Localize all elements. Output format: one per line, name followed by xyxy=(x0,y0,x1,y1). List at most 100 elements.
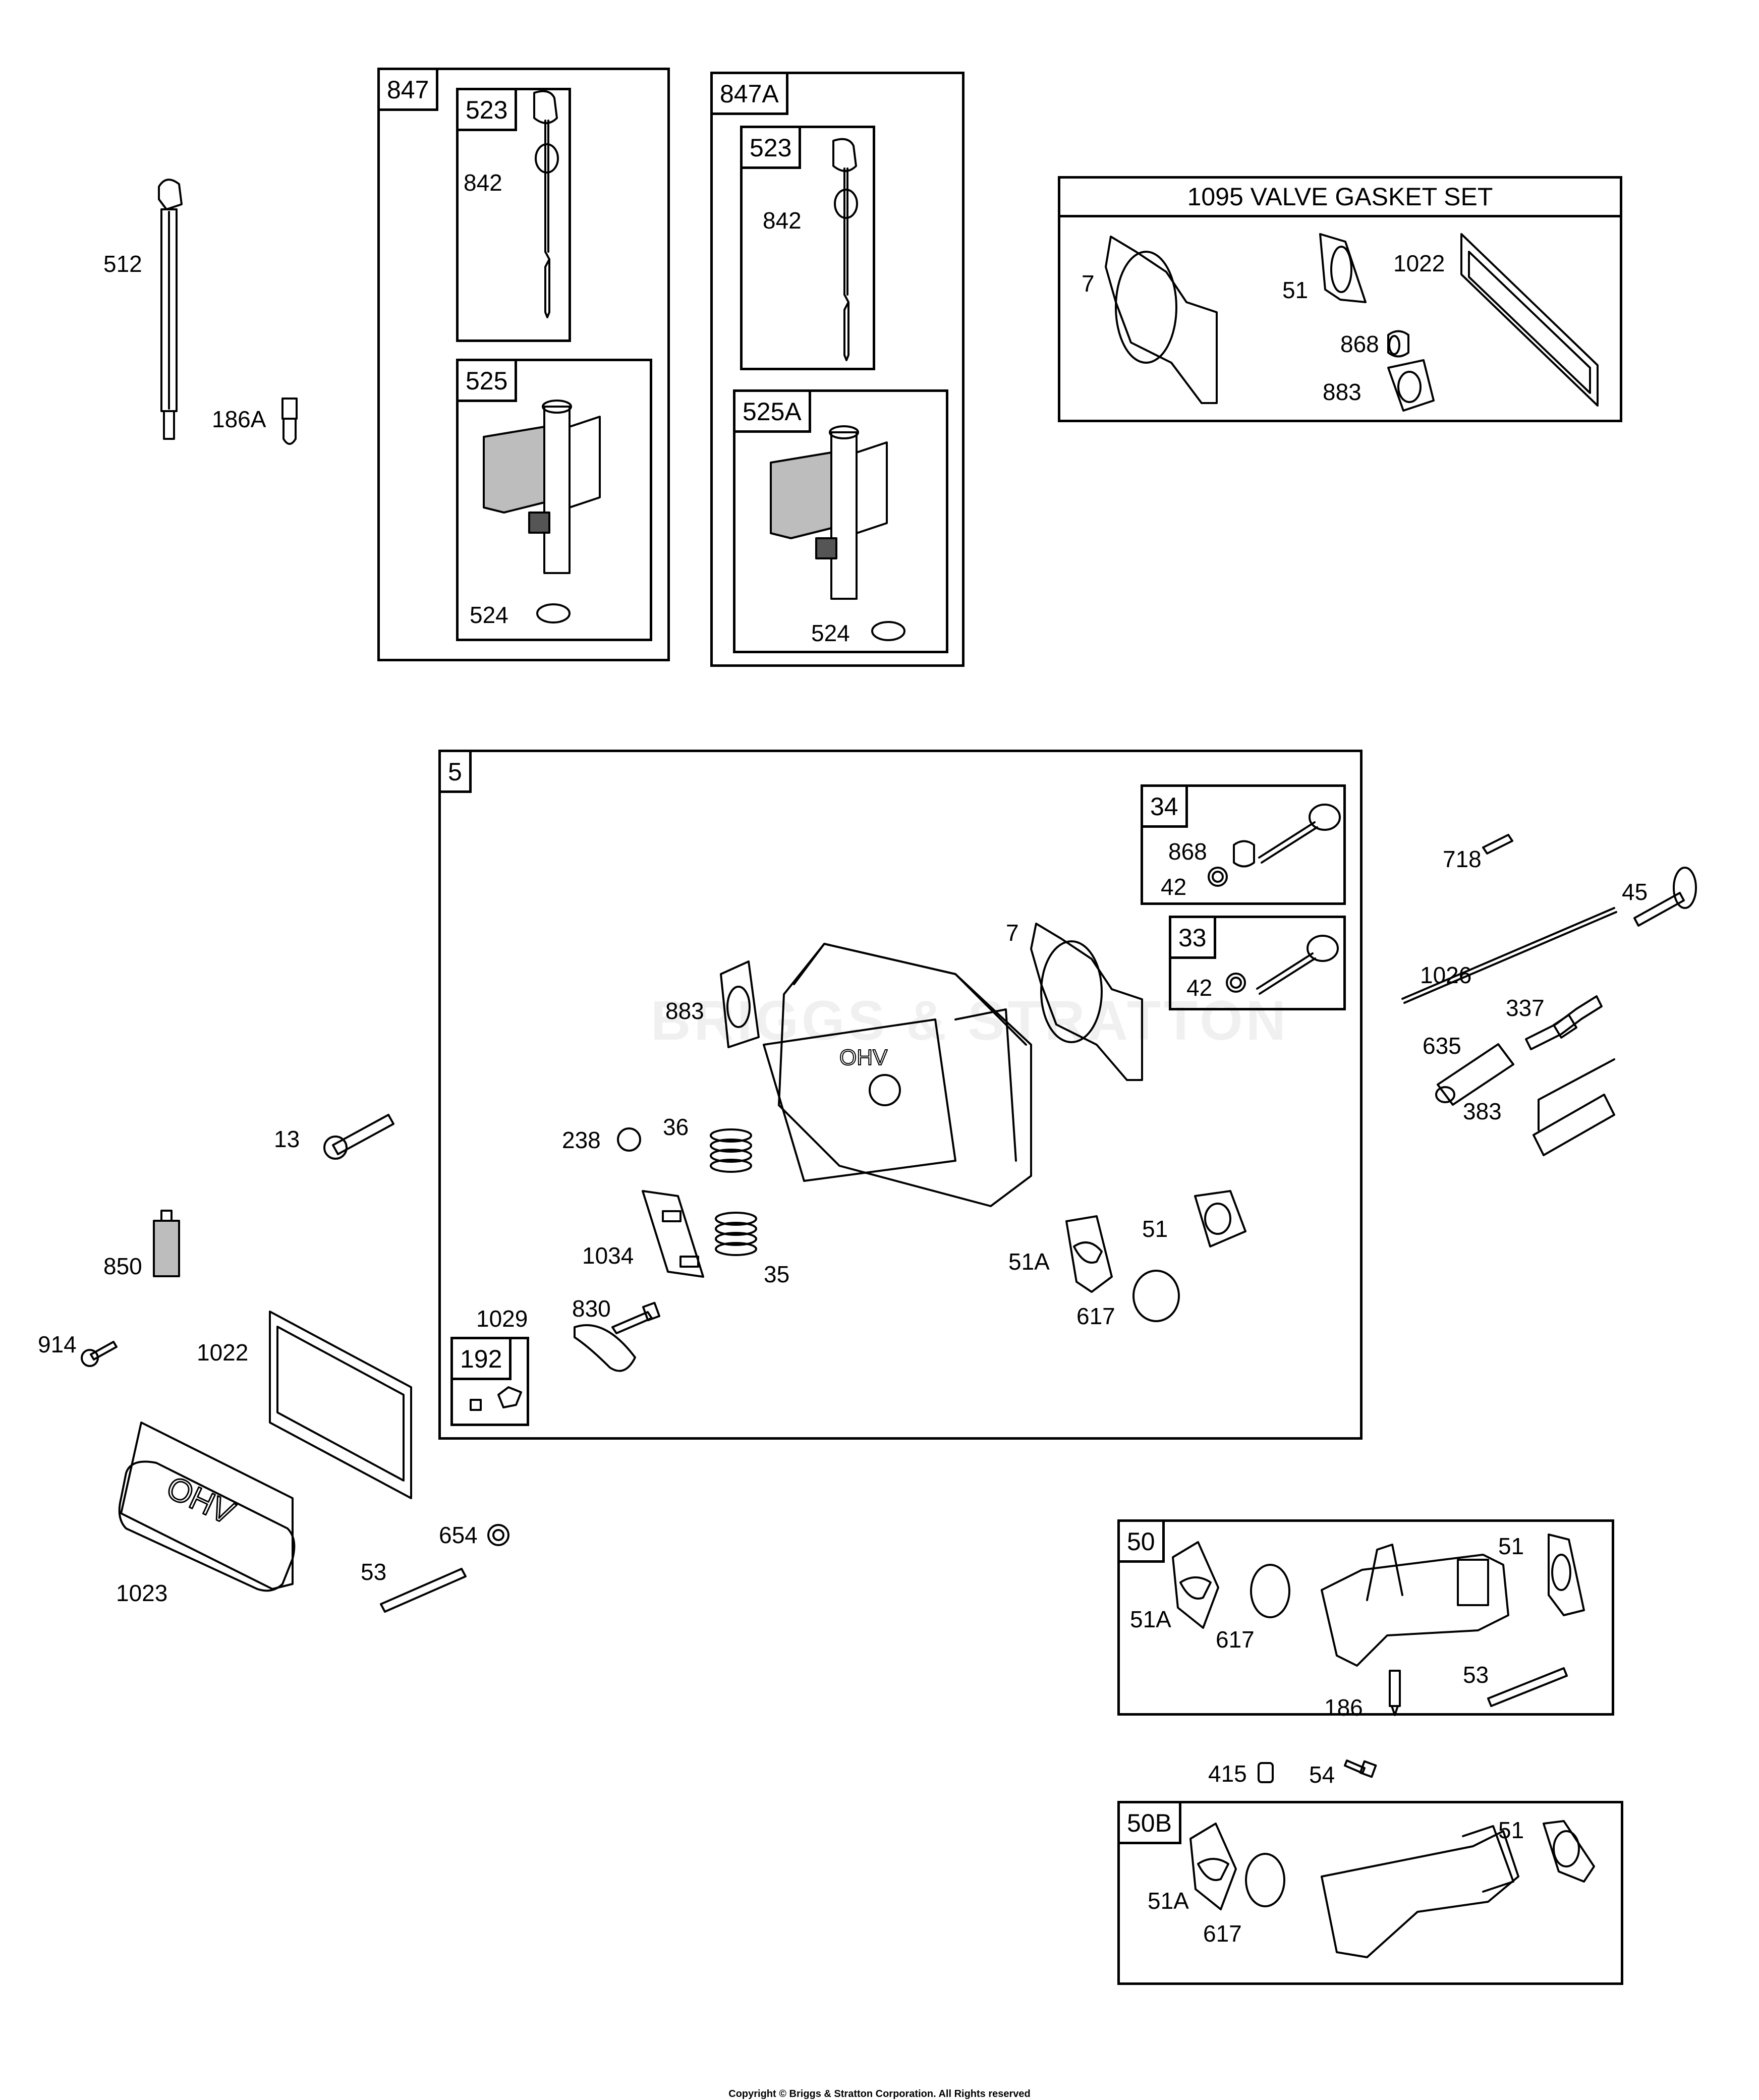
valve-spring-lower-part[interactable] xyxy=(708,1209,764,1259)
part-label-654[interactable]: 654 xyxy=(439,1522,478,1548)
part-label-383[interactable]: 383 xyxy=(1463,1098,1502,1124)
part-label-617-k5[interactable]: 617 xyxy=(1076,1303,1115,1329)
part-label-238[interactable]: 238 xyxy=(562,1127,601,1153)
part-label-1022-left[interactable]: 1022 xyxy=(197,1339,249,1366)
exhaust-valve-part[interactable] xyxy=(1254,797,1345,868)
spark-plug-socket-part[interactable] xyxy=(1428,1024,1528,1106)
part-label-337[interactable]: 337 xyxy=(1506,995,1545,1021)
intake-gasket-part-k5[interactable] xyxy=(713,959,769,1060)
cover-screw-part[interactable] xyxy=(76,1332,121,1372)
part-label-45[interactable]: 45 xyxy=(1622,879,1648,905)
part-label-186A[interactable]: 186A xyxy=(212,406,266,432)
part-label-842[interactable]: 842 xyxy=(464,169,502,196)
part-label-842b[interactable]: 842 xyxy=(763,207,802,234)
part-label-883[interactable]: 883 xyxy=(1323,379,1361,405)
kit-50B-tag[interactable]: 50B xyxy=(1117,1801,1181,1844)
part-label-868-k5[interactable]: 868 xyxy=(1168,838,1207,865)
stud-part[interactable] xyxy=(607,1297,663,1337)
part-label-850[interactable]: 850 xyxy=(103,1253,142,1279)
o-ring-part-617-k5[interactable] xyxy=(1127,1267,1187,1327)
cylinder-head-part[interactable]: OHV xyxy=(754,924,1076,1207)
kit-847-tag[interactable]: 847 xyxy=(377,68,439,111)
gasket-51A-part-k50B[interactable] xyxy=(1185,1819,1241,1914)
sub-525A-tag[interactable]: 525A xyxy=(733,389,811,433)
part-label-53-left[interactable]: 53 xyxy=(361,1559,387,1585)
part-label-1029[interactable]: 1029 xyxy=(476,1306,528,1332)
exhaust-gasket-part[interactable] xyxy=(1315,229,1371,310)
valve-guide-part[interactable] xyxy=(1624,853,1697,933)
kit-847A-tag[interactable]: 847A xyxy=(710,72,788,115)
valve-cover-part[interactable]: OHV xyxy=(111,1412,313,1592)
part-label-54[interactable]: 54 xyxy=(1309,1762,1335,1788)
exhaust-gasket-part-k5[interactable] xyxy=(1185,1186,1251,1252)
sub-34-tag[interactable]: 34 xyxy=(1141,784,1188,828)
part-label-42-sub33[interactable]: 42 xyxy=(1186,975,1213,1001)
part-label-36[interactable]: 36 xyxy=(663,1114,689,1140)
part-label-51-k50[interactable]: 51 xyxy=(1498,1533,1524,1559)
part-label-883-k5[interactable]: 883 xyxy=(665,998,704,1024)
intake-valve-part[interactable] xyxy=(1252,928,1343,999)
sub-523-tag[interactable]: 523 xyxy=(456,88,518,131)
part-label-635[interactable]: 635 xyxy=(1423,1033,1461,1059)
part-label-718[interactable]: 718 xyxy=(1443,846,1482,872)
dipstick-tube-assembly-part-b[interactable] xyxy=(766,422,917,614)
stud-part-left[interactable] xyxy=(373,1559,474,1614)
spark-plug-wrench-part[interactable] xyxy=(1513,1049,1634,1160)
nut-part[interactable] xyxy=(484,1521,515,1551)
part-label-51A-k50[interactable]: 51A xyxy=(1130,1606,1171,1632)
spark-plug-part[interactable] xyxy=(1518,989,1609,1050)
o-ring-part-617-k50B[interactable] xyxy=(1241,1849,1291,1914)
sub-192-tag[interactable]: 192 xyxy=(450,1337,512,1380)
dipstick-tube-part[interactable] xyxy=(136,172,197,454)
valve-seal-part[interactable] xyxy=(1383,327,1413,363)
part-label-1023[interactable]: 1023 xyxy=(116,1580,168,1606)
part-label-617-k50[interactable]: 617 xyxy=(1216,1626,1255,1653)
exhaust-gasket-part-k50B[interactable] xyxy=(1534,1813,1599,1884)
breather-fitting-part[interactable] xyxy=(277,393,303,454)
valve-cover-gasket-part-left[interactable] xyxy=(262,1307,424,1508)
rocker-arm-part[interactable] xyxy=(570,1312,645,1383)
sealant-tube-part[interactable] xyxy=(151,1208,182,1284)
adjusting-screw-part[interactable] xyxy=(463,1380,524,1420)
screw-part-54[interactable] xyxy=(1342,1750,1382,1786)
part-label-1034[interactable]: 1034 xyxy=(582,1242,634,1269)
dipstick-part-b[interactable] xyxy=(818,138,869,365)
push-rod-part[interactable] xyxy=(1392,898,1634,1019)
kit-50-tag[interactable]: 50 xyxy=(1117,1519,1165,1563)
dipstick-tube-assembly-part[interactable] xyxy=(479,396,630,588)
part-label-830[interactable]: 830 xyxy=(572,1295,611,1322)
head-gasket-part-k5[interactable] xyxy=(1026,919,1162,1090)
valve-spring-upper-part[interactable] xyxy=(703,1125,759,1176)
head-gasket-part[interactable] xyxy=(1101,232,1232,413)
part-label-7[interactable]: 7 xyxy=(1082,270,1095,297)
part-label-7-k5[interactable]: 7 xyxy=(1006,920,1019,946)
plug-part-415[interactable] xyxy=(1256,1761,1276,1786)
part-label-51-k50B[interactable]: 51 xyxy=(1498,1817,1524,1843)
head-bolt-part[interactable] xyxy=(318,1105,404,1165)
part-label-524b[interactable]: 524 xyxy=(811,620,850,646)
intake-manifold-part[interactable] xyxy=(1307,1535,1518,1671)
plug-part[interactable] xyxy=(615,1125,645,1156)
part-label-53-k50[interactable]: 53 xyxy=(1463,1662,1489,1688)
kit-5-tag[interactable]: 5 xyxy=(438,750,472,793)
part-label-415[interactable]: 415 xyxy=(1208,1761,1247,1787)
part-label-617-k50B[interactable]: 617 xyxy=(1203,1920,1242,1947)
part-label-524[interactable]: 524 xyxy=(470,602,508,628)
part-label-51-k5[interactable]: 51 xyxy=(1142,1216,1168,1242)
sub-523b-tag[interactable]: 523 xyxy=(740,126,802,169)
part-label-35[interactable]: 35 xyxy=(764,1261,790,1287)
valve-cover-gasket-part[interactable] xyxy=(1454,229,1615,411)
part-label-13[interactable]: 13 xyxy=(274,1126,300,1152)
part-label-42-sub34[interactable]: 42 xyxy=(1161,874,1187,900)
o-ring-part-b[interactable] xyxy=(869,619,910,644)
o-ring-part-617-k50[interactable] xyxy=(1246,1560,1296,1625)
sub-33-tag[interactable]: 33 xyxy=(1169,916,1216,959)
o-ring-part[interactable] xyxy=(534,601,575,627)
stud-part-k50[interactable] xyxy=(1481,1658,1576,1709)
part-label-1022[interactable]: 1022 xyxy=(1393,250,1445,276)
part-label-1026[interactable]: 1026 xyxy=(1420,962,1472,988)
intake-gasket-part[interactable] xyxy=(1383,358,1439,413)
part-label-51A-k5[interactable]: 51A xyxy=(1008,1248,1050,1275)
part-label-914[interactable]: 914 xyxy=(38,1331,77,1357)
part-label-51[interactable]: 51 xyxy=(1282,277,1309,303)
